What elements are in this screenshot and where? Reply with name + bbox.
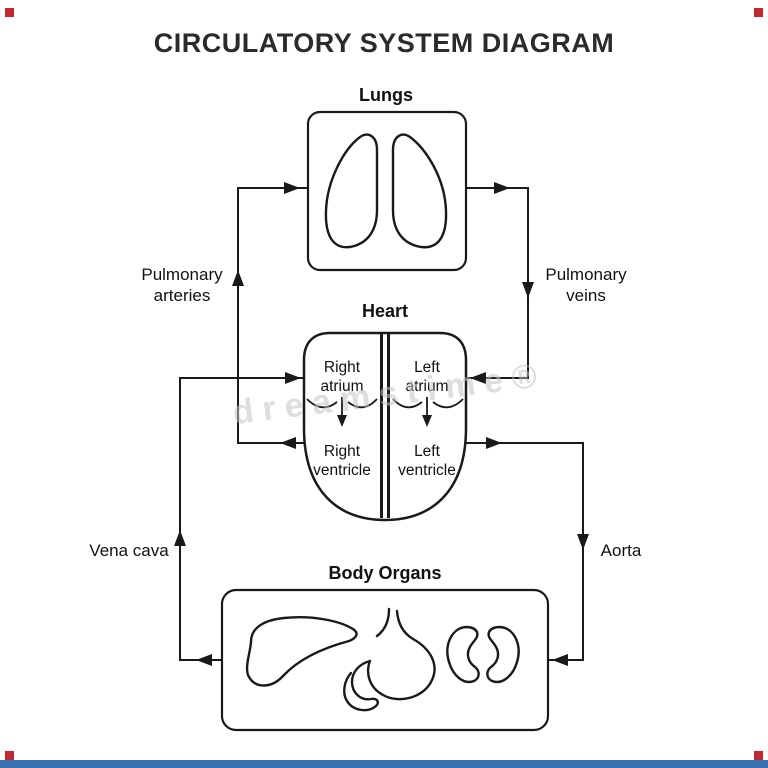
arrow-out-of-lungs (494, 182, 510, 194)
right-ventricle-label-line2: ventricle (313, 462, 371, 479)
pulmonary-arteries-label-line2: arteries (154, 286, 211, 305)
left-ventricle-label-line1: Left (414, 443, 441, 460)
corner-mark-bottom-right (754, 751, 763, 760)
pulmonary-veins-label-line1: Pulmonary (545, 265, 627, 284)
valve-curve-left-inner (392, 398, 423, 409)
pulmonary-arteries-label-line1: Pulmonary (141, 265, 223, 284)
left-atrium-label-line2: atrium (405, 378, 448, 395)
valve-curve-right-inner (347, 398, 378, 409)
kidney-right-outline (486, 625, 520, 684)
kidney-left-outline (446, 625, 480, 684)
arrow-into-body-organs (552, 654, 568, 666)
esophagus-line (375, 607, 391, 638)
body-organs-section: Body Organs (220, 563, 550, 732)
stomach-duodenum-outline (343, 659, 379, 712)
lungs-label: Lungs (359, 85, 413, 105)
aorta-label: Aorta (601, 541, 642, 560)
arrow-out-of-body-organs (196, 654, 212, 666)
corner-mark-top-left (5, 8, 14, 17)
bottom-bar (0, 760, 768, 768)
left-atrioventricular-arrow (422, 397, 432, 427)
valve-curve-right-outer (306, 398, 338, 409)
right-av-arrowhead (337, 415, 347, 427)
right-atrium-label-line2: atrium (320, 378, 363, 395)
arrow-down-pulmonary-veins (522, 282, 534, 298)
diagram-title: CIRCULATORY SYSTEM DIAGRAM (154, 28, 615, 58)
body-organs-label: Body Organs (328, 563, 441, 583)
arrow-out-of-left-ventricle (486, 437, 502, 449)
pulmonary-veins-vessel: Pulmonary veins (460, 182, 627, 384)
left-ventricle-label-line2: ventricle (398, 462, 456, 479)
pulmonary-arteries-line (237, 187, 310, 444)
corner-mark-bottom-left (5, 751, 14, 760)
vena-cava-vessel: Vena cava (89, 372, 308, 666)
arrow-into-right-atrium (285, 372, 301, 384)
left-lung-outline (324, 133, 379, 249)
left-av-arrowhead (422, 415, 432, 427)
pulmonary-veins-line (460, 187, 529, 379)
valve-curve-left-outer (432, 398, 464, 409)
heart-label: Heart (362, 301, 408, 321)
arrow-down-aorta (577, 534, 589, 550)
arrow-up-pulmonary-arteries (232, 270, 244, 286)
arrow-up-vena-cava (174, 530, 186, 546)
vena-cava-label: Vena cava (89, 541, 169, 560)
heart-outline (302, 331, 468, 522)
liver-outline (245, 616, 358, 687)
arrow-into-left-atrium (470, 372, 486, 384)
right-atrium-label-line1: Right (324, 359, 361, 376)
aorta-vessel: Aorta (460, 437, 642, 666)
pulmonary-arteries-vessel: Pulmonary arteries (141, 182, 310, 449)
pulmonary-veins-label-line2: veins (566, 286, 606, 305)
stomach-body-outline (366, 609, 436, 701)
right-ventricle-label-line1: Right (324, 443, 361, 460)
lungs-section: Lungs (306, 85, 468, 272)
corner-mark-top-right (754, 8, 763, 17)
heart-section: Heart Right atrium Left atrium Right ven… (302, 301, 468, 522)
arrow-out-of-right-ventricle (280, 437, 296, 449)
right-lung-outline (391, 133, 448, 249)
left-atrium-label-line1: Left (414, 359, 441, 376)
arrow-into-lungs (284, 182, 300, 194)
right-atrioventricular-arrow (337, 397, 347, 427)
